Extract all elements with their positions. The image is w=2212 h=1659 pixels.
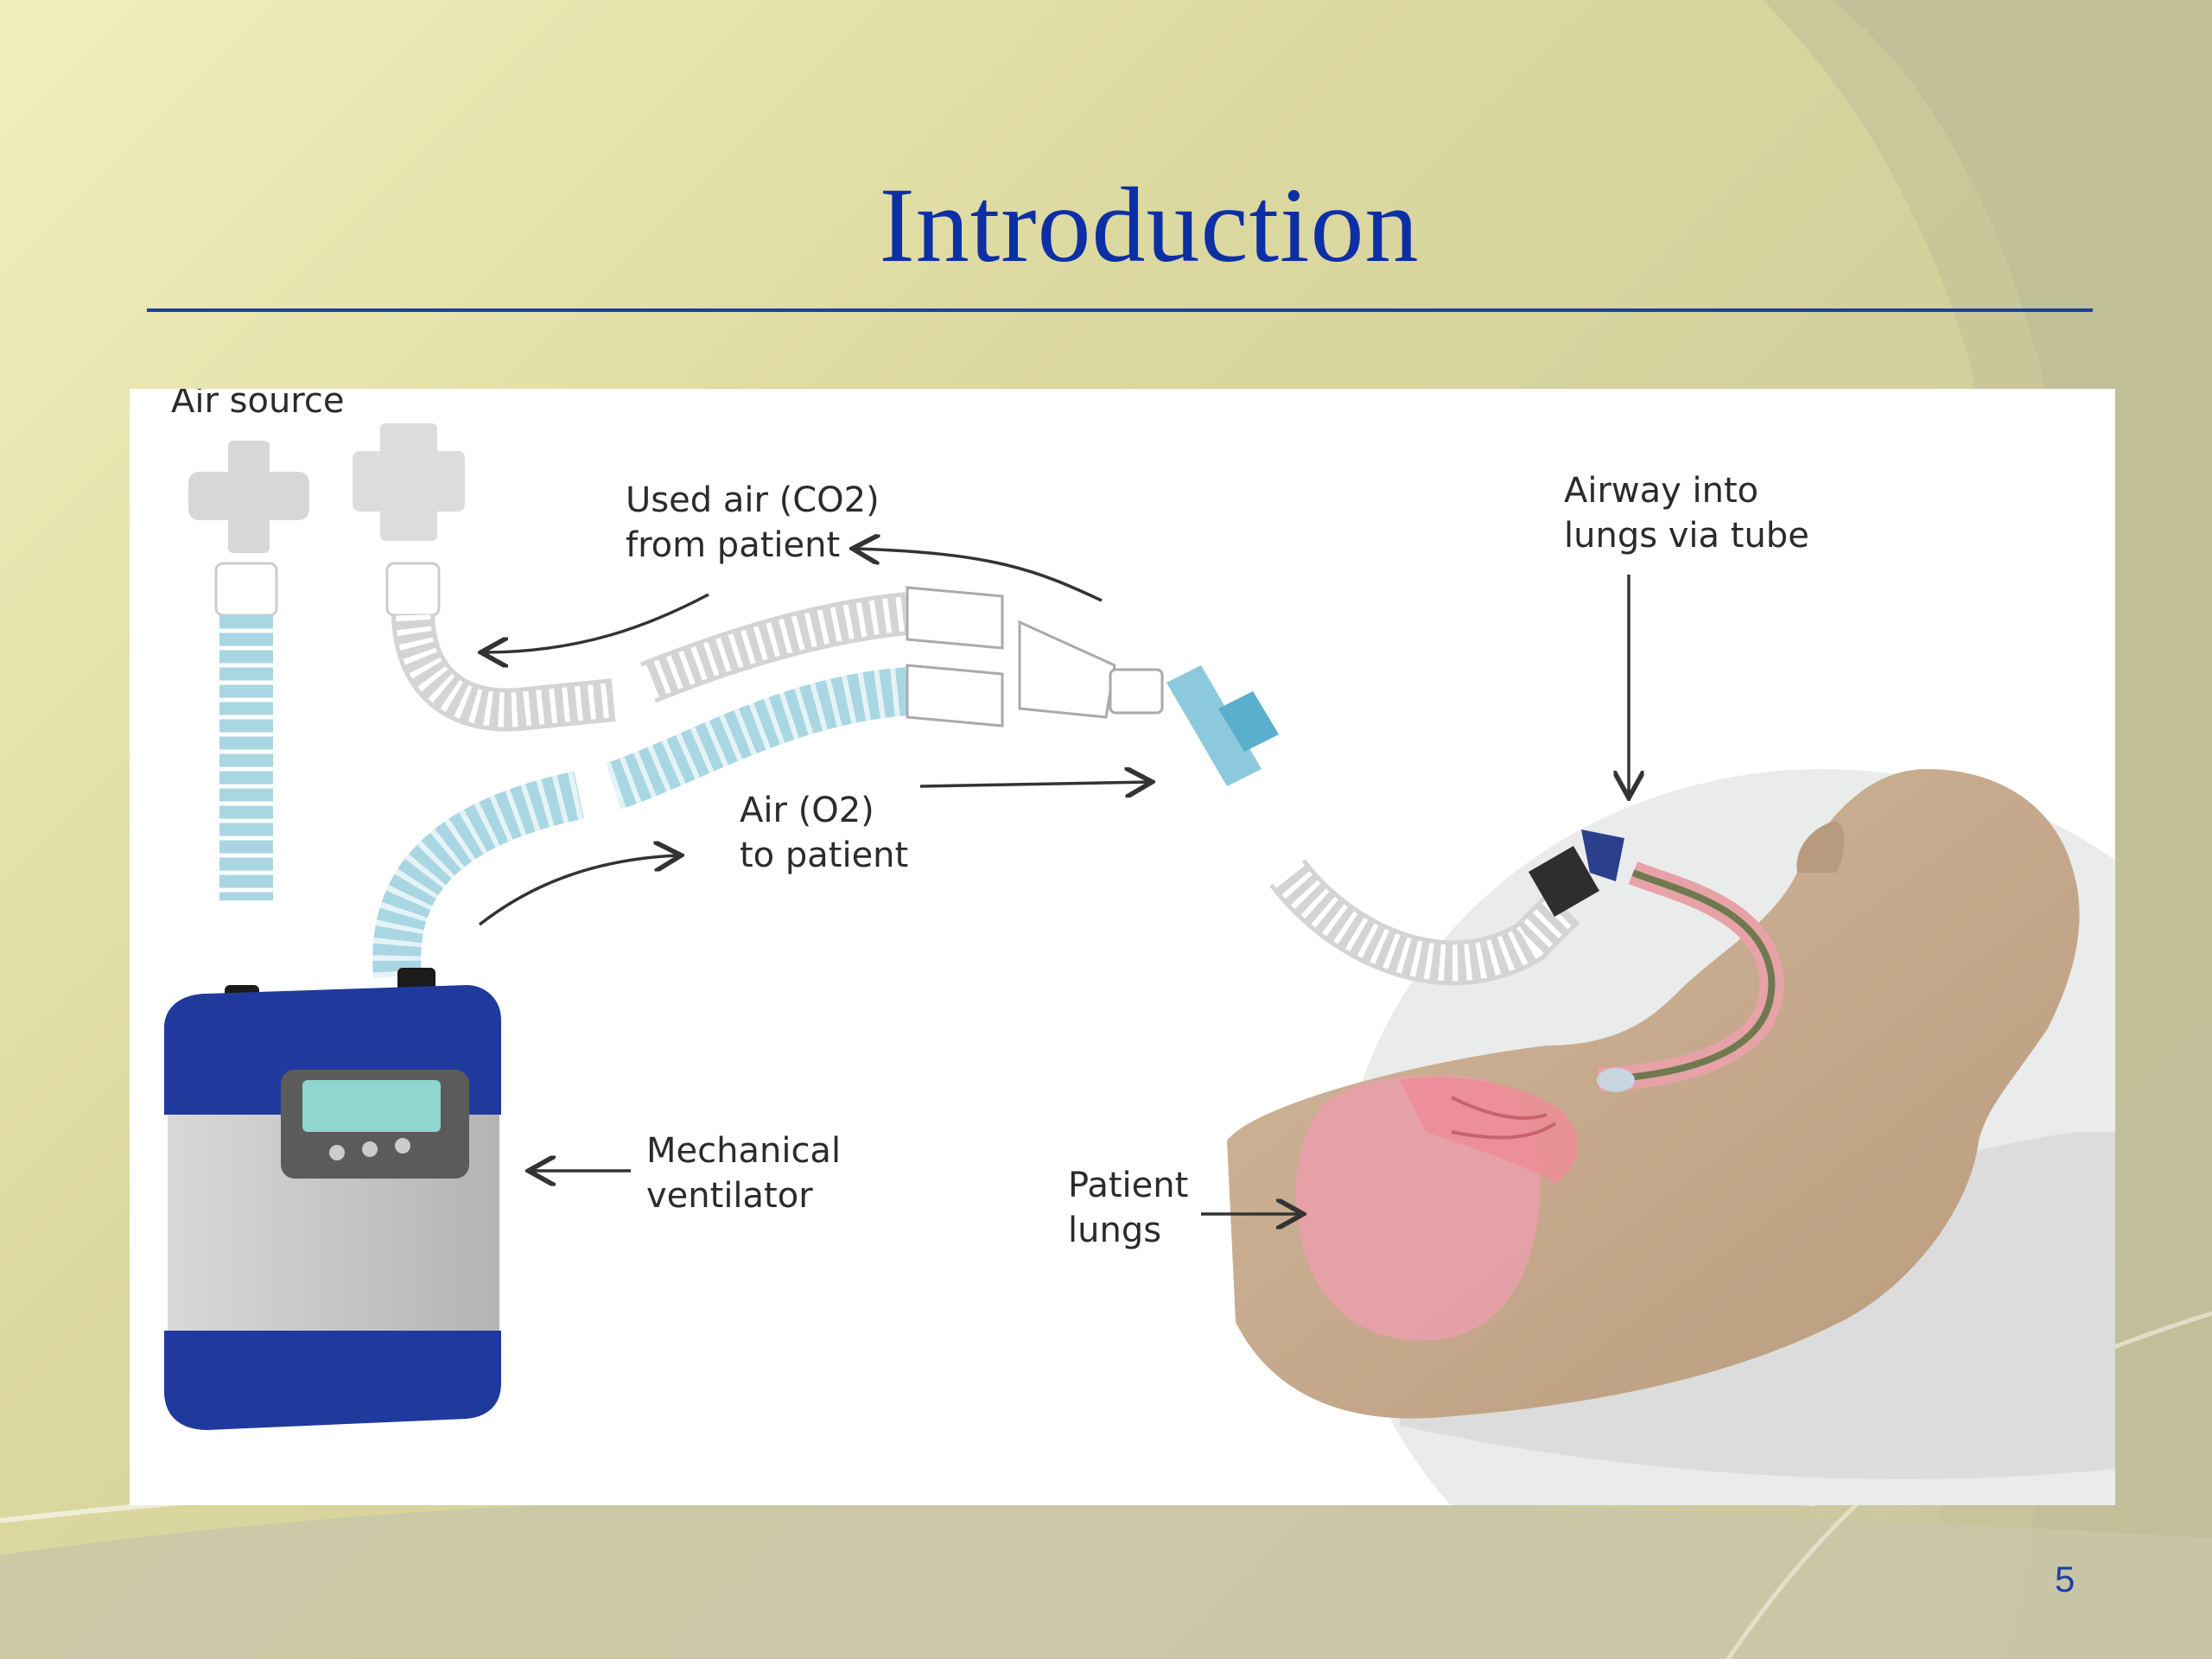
- label-mechanical-ventilator-line2: ventilator: [646, 1176, 813, 1216]
- label-used-air-line1: Used air (CO2): [626, 480, 880, 520]
- label-mechanical-ventilator-line1: Mechanical: [646, 1131, 842, 1171]
- label-used-air: Used air (CO2) from patient: [626, 478, 880, 568]
- exhaust-tube: [385, 562, 910, 732]
- arrow-air-to-patient: [478, 782, 1149, 926]
- endotracheal-tube: [1597, 861, 1784, 1092]
- label-mechanical-ventilator: Mechanical ventilator: [646, 1128, 841, 1218]
- mechanical-ventilator-device: [164, 968, 501, 1430]
- label-patient-lungs-line1: Patient: [1068, 1166, 1189, 1205]
- label-airway: Airway into lungs via tube: [1564, 468, 1809, 558]
- air-source-connector-co2: [353, 423, 465, 541]
- air-intake-tube: [214, 562, 278, 900]
- air-source-connector-o2: [188, 441, 309, 553]
- filter-connector: [1166, 665, 1624, 986]
- slide-title: Introduction: [879, 166, 1420, 284]
- label-patient-lungs: Patient lungs: [1068, 1163, 1188, 1253]
- label-airway-line1: Airway into: [1564, 471, 1759, 511]
- label-air-o2: Air (O2) to patient: [740, 788, 908, 878]
- label-air-o2-line1: Air (O2): [740, 791, 874, 830]
- y-connector: [906, 586, 1164, 728]
- ventilator-diagram: Air source Used air (CO2) from patient A…: [130, 389, 2115, 1505]
- patient-lungs-illustration: [1295, 1075, 1579, 1341]
- title-divider: [147, 308, 2093, 312]
- inspiratory-tube: [372, 667, 910, 979]
- label-air-o2-line2: to patient: [740, 836, 909, 875]
- label-airway-line2: lungs via tube: [1564, 516, 1809, 556]
- arrow-used-air: [484, 549, 1103, 652]
- page-number: 5: [2055, 1559, 2075, 1599]
- label-air-source: Air source: [171, 389, 345, 421]
- diagram-illustration: [164, 423, 2115, 1505]
- label-used-air-line2: from patient: [626, 525, 841, 565]
- label-patient-lungs-line2: lungs: [1068, 1211, 1162, 1250]
